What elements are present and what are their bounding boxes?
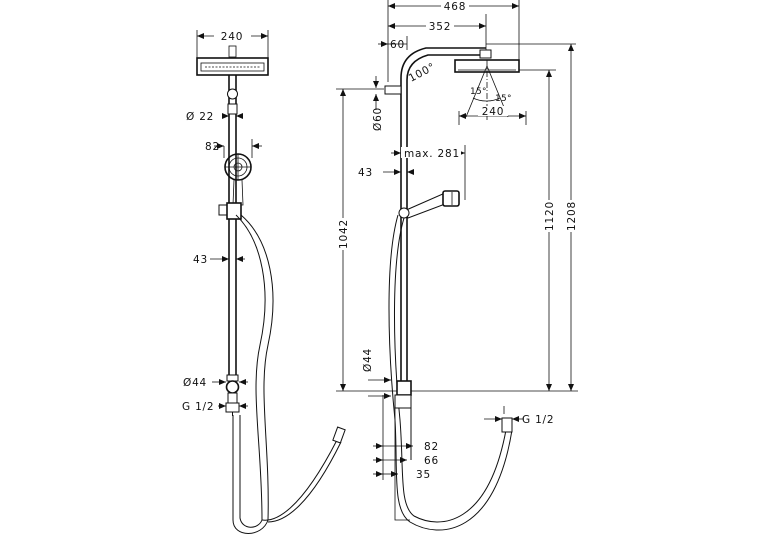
side-connection-label: G 1/2 (522, 414, 554, 426)
side-tilt-left-label: 15° (470, 87, 487, 97)
front-mixer-diameter-label: Ø44 (183, 377, 207, 389)
front-head-width-label: 240 (221, 31, 243, 43)
side-mixer (396, 380, 412, 396)
front-connection-label: G 1/2 (182, 401, 214, 413)
front-pipe-diameter-label: Ø 22 (186, 111, 214, 123)
side-view: 468 352 60 1208 1120 1042 100° (336, 0, 578, 531)
front-hose-loop (232, 415, 269, 534)
side-bottom-82-label: 82 (424, 441, 439, 453)
front-head-connector (228, 45, 237, 58)
side-bar-offset-label: 43 (358, 167, 373, 179)
side-top-offset-label: 60 (390, 39, 405, 51)
side-slider (398, 207, 410, 219)
side-hose-outer (388, 214, 513, 531)
side-head-width-label: 240 (482, 106, 504, 118)
side-wall-bracket (384, 85, 402, 95)
side-head-joint (479, 49, 492, 59)
side-bar-height-label: 1042 (338, 219, 350, 249)
front-shower-head (196, 57, 269, 76)
front-bar-offset-label: 43 (193, 254, 208, 266)
front-view: 240 Ø 22 82 (182, 29, 346, 534)
side-total-height-label: 1208 (566, 201, 578, 231)
side-riser-outer (400, 47, 486, 392)
side-mixer-diameter-label: Ø44 (362, 348, 374, 372)
front-hose-outer (240, 214, 274, 521)
front-hose-end (332, 426, 346, 444)
front-mixer (225, 380, 240, 394)
side-total-reach-label: 468 (444, 1, 466, 13)
side-mixer-body (394, 394, 412, 409)
side-bracket-diameter-label: Ø60 (372, 107, 384, 131)
front-hand-shower-width-label: 82 (205, 141, 220, 153)
front-arm-joint (227, 88, 238, 100)
front-head-nozzle-plate (200, 62, 265, 72)
side-head-height-label: 1120 (544, 201, 556, 231)
side-bottom-35-label: 35 (416, 469, 431, 481)
side-tilt-right-label: 15° (495, 94, 512, 104)
side-arm-reach-label: 352 (429, 21, 451, 33)
side-max-reach-label: max. 281 (404, 148, 460, 160)
side-hose-end (501, 417, 513, 433)
front-slider-knob (218, 204, 228, 216)
front-slider (226, 202, 242, 220)
side-riser-inner (406, 54, 486, 392)
front-hand-shower-handle (232, 179, 244, 206)
side-bottom-66-label: 66 (424, 455, 439, 467)
front-connector (227, 392, 238, 404)
